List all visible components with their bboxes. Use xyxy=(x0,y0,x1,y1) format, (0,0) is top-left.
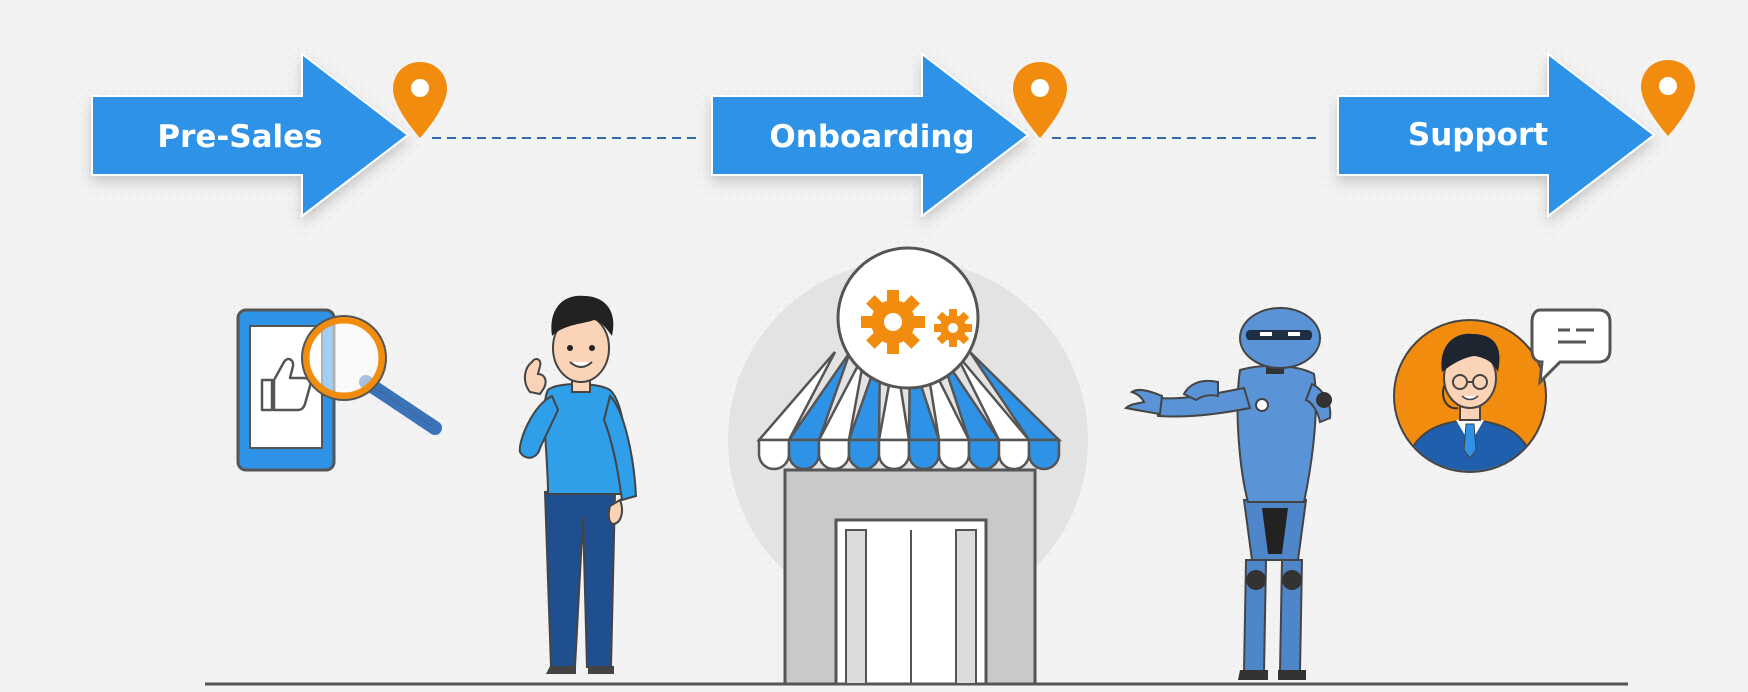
stage-label-pre-sales: Pre-Sales xyxy=(157,119,322,155)
robot-character xyxy=(1123,307,1332,680)
map-pin-icon xyxy=(393,62,447,138)
map-pin-icon xyxy=(1641,60,1695,136)
map-pin-icon xyxy=(1013,62,1067,138)
stage-arrow-pre-sales xyxy=(91,51,410,219)
chat-bubble-icon xyxy=(1530,308,1612,387)
stage-arrow-onboarding xyxy=(711,51,1030,219)
man-character xyxy=(518,295,638,674)
gears-icon xyxy=(861,290,972,354)
stage-label-onboarding: Onboarding xyxy=(769,119,974,155)
phone-magnifier-thumbs-up-icon xyxy=(236,308,442,472)
support-agent-avatar xyxy=(1393,319,1547,473)
stage-arrow-support xyxy=(1337,51,1656,219)
store-building xyxy=(728,246,1088,686)
stage-label-support: Support xyxy=(1408,117,1548,153)
